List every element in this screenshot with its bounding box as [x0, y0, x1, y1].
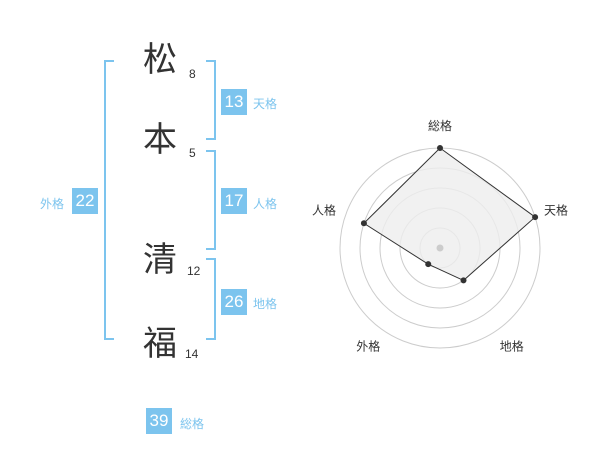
chikaku-badge: 26	[221, 289, 247, 315]
radar-axis-label-1: 総格	[428, 118, 452, 133]
radar-axis-label-2: 天格	[544, 202, 568, 217]
gaikaku-badge: 22	[72, 188, 98, 214]
stroke-count-1: 8	[189, 67, 196, 81]
tenkaku-bracket	[206, 60, 216, 140]
name-char-2: 本	[143, 120, 177, 160]
jinkaku-badge: 17	[221, 188, 247, 214]
radar-axis-label-3: 地格	[500, 339, 524, 354]
radar-axis-label-4: 外格	[356, 339, 380, 354]
chikaku-bracket	[206, 258, 216, 340]
radar-points	[360, 145, 539, 284]
stroke-count-3: 12	[187, 264, 201, 278]
radar-point-4	[425, 261, 432, 268]
radar-point-1	[437, 145, 443, 151]
soukaku-label: 総格	[180, 417, 205, 431]
radar-center-dot	[436, 244, 444, 252]
tenkaku-badge: 13	[221, 89, 247, 115]
name-char-3: 清	[143, 240, 177, 280]
stroke-count-2: 5	[189, 146, 196, 160]
gaikaku-bracket	[104, 60, 114, 340]
radar-point-5	[360, 220, 367, 227]
name-char-1: 松	[143, 40, 177, 80]
radar-polygon	[363, 147, 536, 281]
gaikaku-label: 外格	[40, 197, 65, 211]
jinkaku-label: 人格	[253, 197, 278, 211]
chikaku-label: 地格	[253, 297, 278, 311]
soukaku-badge: 39	[146, 408, 172, 434]
radar-point-2	[532, 214, 539, 221]
jinkaku-bracket	[206, 150, 216, 250]
tenkaku-label: 天格	[253, 97, 278, 111]
name-char-4: 福	[143, 324, 177, 364]
radar-axis-label-5: 人格	[312, 202, 336, 217]
radar-point-3	[460, 277, 467, 284]
stroke-count-4: 14	[185, 347, 199, 361]
